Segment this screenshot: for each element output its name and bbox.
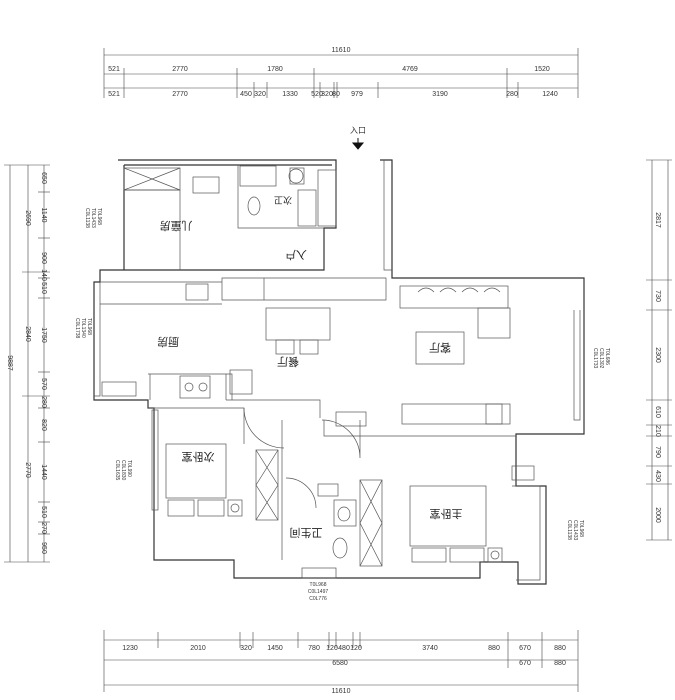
svg-text:T0L990: T0L990: [126, 460, 132, 477]
svg-text:1520: 1520: [534, 66, 550, 73]
svg-text:T0L1433: T0L1433: [90, 208, 96, 228]
svg-text:280: 280: [40, 396, 47, 408]
svg-text:2770: 2770: [172, 91, 188, 98]
svg-text:140: 140: [40, 269, 47, 281]
svg-text:1230: 1230: [122, 645, 138, 652]
walls: [93, 159, 585, 585]
svg-text:730: 730: [654, 290, 661, 302]
svg-text:1750: 1750: [40, 327, 47, 343]
svg-text:C0L1497: C0L1497: [308, 589, 329, 595]
svg-text:790: 790: [654, 446, 661, 458]
top-dimensions: 11610 521 2770 1780 4769 1520 521 2770 4…: [103, 47, 579, 98]
svg-text:1330: 1330: [282, 91, 298, 98]
svg-text:C0L1738: C0L1738: [74, 318, 80, 339]
svg-text:2770: 2770: [172, 66, 188, 73]
svg-text:950: 950: [40, 542, 47, 554]
room-second-bath: 次卫: [274, 194, 292, 206]
svg-text:2010: 2010: [190, 645, 206, 652]
entry-arrow-icon: [351, 138, 365, 150]
svg-text:480: 480: [338, 645, 350, 652]
svg-text:120: 120: [350, 645, 362, 652]
svg-text:C0L1830: C0L1830: [120, 460, 126, 481]
entry-label: 入口: [350, 126, 366, 135]
left-total-dim: 9887: [6, 355, 13, 371]
svg-text:C0L1138: C0L1138: [84, 208, 90, 228]
svg-text:T0L1340: T0L1340: [80, 318, 86, 338]
room-main-bath: 卫生间: [290, 526, 323, 540]
svg-text:1780: 1780: [267, 66, 283, 73]
svg-text:C0L1733: C0L1733: [592, 348, 598, 369]
svg-text:280: 280: [506, 91, 518, 98]
svg-text:T0L686: T0L686: [604, 348, 610, 365]
svg-text:320: 320: [254, 91, 266, 98]
room-second-bedroom: 次卧室: [182, 450, 215, 464]
svg-text:1140: 1140: [40, 207, 47, 222]
svg-text:C0L776: C0L776: [309, 596, 327, 602]
entry-marker: 入口: [350, 126, 366, 150]
svg-text:520: 520: [311, 91, 323, 98]
svg-text:3740: 3740: [422, 645, 438, 652]
room-dining: 餐厅: [277, 355, 299, 369]
bottom-total-dim: 11610: [332, 688, 351, 695]
svg-text:670: 670: [519, 660, 531, 667]
furniture: [101, 165, 535, 579]
svg-text:320: 320: [240, 645, 252, 652]
svg-text:880: 880: [488, 645, 500, 652]
svg-text:880: 880: [554, 660, 566, 667]
svg-text:2300: 2300: [654, 347, 661, 363]
room-labels: 儿童房 次卫 入户 厨房 餐厅 客厅 次卧室 卫生间 主卧室: [157, 194, 463, 540]
svg-text:210: 210: [654, 425, 661, 437]
svg-text:6580: 6580: [332, 660, 348, 667]
svg-text:T0L968: T0L968: [310, 582, 327, 588]
svg-text:979: 979: [351, 91, 363, 98]
svg-text:2817: 2817: [654, 212, 661, 228]
top-total-dim: 11610: [332, 47, 351, 54]
svg-text:C0L1302: C0L1302: [598, 348, 604, 369]
svg-text:570: 570: [40, 378, 47, 390]
svg-text:2000: 2000: [654, 507, 661, 523]
svg-text:2840: 2840: [24, 326, 31, 342]
room-kitchen: 厨房: [157, 335, 179, 348]
svg-text:510: 510: [40, 506, 47, 518]
svg-text:C0L1138: C0L1138: [566, 520, 572, 540]
svg-text:1440: 1440: [40, 464, 47, 480]
svg-text:270: 270: [40, 522, 47, 534]
svg-text:80: 80: [332, 91, 340, 98]
svg-text:650: 650: [40, 172, 47, 184]
svg-text:1450: 1450: [267, 645, 283, 652]
svg-text:521: 521: [108, 91, 120, 98]
svg-text:780: 780: [308, 645, 320, 652]
svg-text:900: 900: [40, 252, 47, 264]
svg-text:2690: 2690: [24, 210, 31, 226]
svg-text:521: 521: [108, 66, 120, 73]
room-living: 客厅: [429, 341, 451, 355]
left-dimensions: 9887 2690 2840 2770 650 1140 900 140 510…: [4, 164, 50, 563]
right-dimensions: 2817 2300 2000 730 610 210 790 430: [646, 159, 672, 541]
svg-text:T0L968: T0L968: [86, 318, 92, 335]
window-notes: C0L1138 T0L1433 T0L968 C0L1738 T0L1340 T…: [74, 208, 610, 602]
svg-text:670: 670: [519, 645, 531, 652]
svg-text:120: 120: [326, 645, 338, 652]
svg-text:880: 880: [554, 645, 566, 652]
svg-text:C0L1635: C0L1635: [114, 460, 120, 481]
bottom-dimensions: 1230 2010 320 1450 780 120 480 120 3740 …: [103, 630, 579, 695]
svg-text:610: 610: [654, 406, 661, 418]
svg-text:450: 450: [240, 91, 252, 98]
svg-text:2770: 2770: [24, 462, 31, 478]
room-kids-bedroom: 儿童房: [160, 219, 193, 233]
svg-text:C0L1433: C0L1433: [572, 520, 578, 541]
svg-text:T0L968: T0L968: [578, 520, 584, 537]
svg-text:1240: 1240: [542, 91, 558, 98]
svg-text:T0L968: T0L968: [96, 208, 102, 225]
room-master-bedroom: 主卧室: [430, 507, 463, 521]
svg-text:820: 820: [40, 419, 47, 431]
svg-text:3190: 3190: [432, 91, 448, 98]
svg-text:510: 510: [40, 282, 47, 294]
svg-text:4769: 4769: [402, 66, 418, 73]
svg-text:320: 320: [321, 91, 333, 98]
room-foyer: 入户: [285, 248, 307, 262]
svg-text:430: 430: [654, 470, 661, 482]
